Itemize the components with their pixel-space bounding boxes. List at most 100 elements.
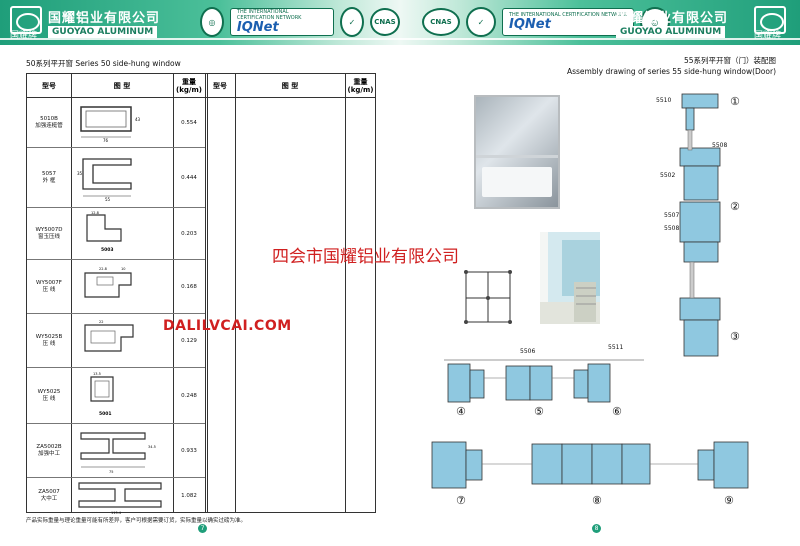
profile-drawing-wy5007d: 12.8 5003 <box>86 211 122 253</box>
profile-drawing-wy5007f: 22.8 10 <box>84 267 132 298</box>
company-logo-icon <box>10 6 42 34</box>
row-weight: 0.248 <box>181 392 197 399</box>
part-label: 5502 <box>660 172 676 179</box>
company-name-cn: 国耀铝业有限公司 <box>616 11 729 26</box>
table-row: WY5025 压 线 13.5 5001 0.248 <box>27 368 205 424</box>
profile-drawing-za5007: 115.4 <box>78 482 162 515</box>
svg-text:55: 55 <box>105 197 111 202</box>
table-row: WY5025B 压 线 22 0.129 <box>27 314 205 368</box>
window-elevation-drawing <box>464 270 512 324</box>
brand-small: 国耀牌 <box>754 31 782 41</box>
circled-number: ⑧ <box>592 494 602 507</box>
col-header-model: 型号 <box>27 74 71 98</box>
cert-seal-icon: ◎ <box>200 7 224 37</box>
row-model: WY5025 压 线 <box>37 388 61 402</box>
svg-text:13.5: 13.5 <box>93 372 101 376</box>
part-label: 5510 <box>656 97 672 104</box>
table-row: 5057 外 框 55 35 0.444 <box>27 148 205 208</box>
company-name-en: GUOYAO ALUMINUM <box>616 26 726 38</box>
svg-text:76: 76 <box>103 138 109 143</box>
row-weight: 0.203 <box>181 230 197 237</box>
left-footnote: 产品实际重量与理论重量可能有所差异，客户可根据需要订货，实际重量以确实过磅为准。 <box>26 518 247 524</box>
brand-block-left: 国耀铝业有限公司 国耀牌 GUOYAO ALUMINUM <box>6 4 188 41</box>
svg-text:34.5: 34.5 <box>148 445 156 449</box>
profile-drawing-wy5025: 13.5 5001 <box>90 372 114 417</box>
circled-number: ⑦ <box>456 494 466 507</box>
part-label: 5508 <box>664 225 680 232</box>
table-row: ZA5002B 加强中工 75 34.5 0.933 <box>27 424 205 478</box>
row-weight: 0.168 <box>181 283 197 290</box>
right-page-title: 55系列平开窗（门）装配图 Assembly drawing of series… <box>567 55 776 77</box>
cert-mark-icon: ✓ <box>466 7 496 37</box>
watermark-url: DALILVCAI.COM <box>163 318 292 334</box>
row-model: WY5025B 压 线 <box>35 333 63 347</box>
svg-text:75: 75 <box>109 470 113 474</box>
profile-table: 型号 图 型 重量 (kg/m) 型号 图 型 重量 (kg/m) 5010B … <box>26 73 376 515</box>
row-weight: 0.933 <box>181 447 197 454</box>
table-row: WY5007D 窗玉压线 12.8 5003 0.203 <box>27 208 205 260</box>
part-label: 5508 <box>712 142 728 149</box>
svg-text:10: 10 <box>121 267 125 271</box>
left-page-title: 50系列平开窗 Series 50 side-hung window <box>26 59 181 68</box>
row-model: 5057 外 框 <box>42 170 56 184</box>
horizontal-section-drawing-2 <box>431 441 749 489</box>
svg-text:22.8: 22.8 <box>99 267 107 271</box>
circled-number: ⑨ <box>724 494 734 507</box>
row-weight: 0.444 <box>181 174 197 181</box>
cert-mark-icon: ✓ <box>340 7 364 37</box>
brand-small: 国耀牌 <box>10 31 38 41</box>
svg-text:43: 43 <box>135 117 141 122</box>
company-name-en: GUOYAO ALUMINUM <box>48 26 158 38</box>
svg-text:12.8: 12.8 <box>91 211 99 215</box>
header-band-right: CNAS ✓ THE INTERNATIONAL CERTIFICATION N… <box>400 0 800 45</box>
part-label: 5507 <box>664 212 680 219</box>
col-header-weight-2: 重量 (kg/m) <box>345 74 376 98</box>
cnas-logo: CNAS <box>422 8 460 36</box>
horizontal-section-drawing-1 <box>444 359 644 403</box>
title-cn: 55系列平开窗（门）装配图 <box>683 56 776 65</box>
table-row: WY5007F 压 线 22.8 10 0.168 <box>27 260 205 314</box>
row-weight: 1.082 <box>181 493 197 499</box>
part-label: 5511 <box>608 344 624 351</box>
header-band-left: 国耀铝业有限公司 国耀牌 GUOYAO ALUMINUM ◎ THE INTER… <box>0 0 400 45</box>
circled-number: ② <box>730 200 740 213</box>
window-photo <box>474 95 560 209</box>
svg-text:5003: 5003 <box>101 247 114 253</box>
col-header-model-2: 型号 <box>205 74 235 98</box>
company-logo-icon <box>754 6 786 34</box>
cert-strip-right: CNAS ✓ THE INTERNATIONAL CERTIFICATION N… <box>422 6 670 38</box>
row-model: ZA5002B 加强中工 <box>36 443 62 457</box>
col-header-weight: 重量 (kg/m) <box>173 74 205 98</box>
brand-block-right: 国耀铝业有限公司 GUOYAO ALUMINUM 国耀牌 <box>612 4 794 41</box>
profile-drawing-5057: 55 35 <box>77 158 132 202</box>
svg-text:22: 22 <box>99 320 103 324</box>
circled-number: ③ <box>730 330 740 343</box>
row-weight: 0.129 <box>181 337 197 344</box>
circled-number: ⑥ <box>612 405 622 418</box>
table-row: 5010B 加强连梃管 76 43 0.554 <box>27 98 205 148</box>
part-label: 5506 <box>520 348 536 355</box>
svg-text:5001: 5001 <box>99 411 112 417</box>
company-name-cn: 国耀铝业有限公司 <box>48 11 161 26</box>
frame-corner-image <box>540 232 600 324</box>
vertical-section-drawing <box>679 93 721 357</box>
row-model: 5010B 加强连梃管 <box>35 115 63 129</box>
profile-drawing-za5002b: 75 34.5 <box>80 432 156 474</box>
svg-text:115.4: 115.4 <box>111 511 122 515</box>
svg-text:35: 35 <box>77 171 83 176</box>
col-header-figure: 图 型 <box>71 74 173 98</box>
circled-number: ④ <box>456 405 466 418</box>
circled-number: ① <box>730 95 740 108</box>
row-model: WY5007F 压 线 <box>36 279 62 293</box>
profile-drawing-5010b: 76 43 <box>80 106 141 143</box>
table-row: ZA5007 大中工 115.4 1.082 <box>27 478 205 515</box>
row-model: ZA5007 大中工 <box>38 489 60 502</box>
title-en: Assembly drawing of series 55 side-hung … <box>566 67 776 76</box>
iqnet-logo: THE INTERNATIONAL CERTIFICATION NETWORK … <box>229 8 335 36</box>
cnas-logo: CNAS <box>369 8 400 36</box>
row-model: WY5007D 窗玉压线 <box>35 226 63 240</box>
circled-number: ⑤ <box>534 405 544 418</box>
col-header-figure-2: 图 型 <box>235 74 345 98</box>
page-number-right: 8 <box>592 524 601 533</box>
row-weight: 0.554 <box>181 119 197 126</box>
